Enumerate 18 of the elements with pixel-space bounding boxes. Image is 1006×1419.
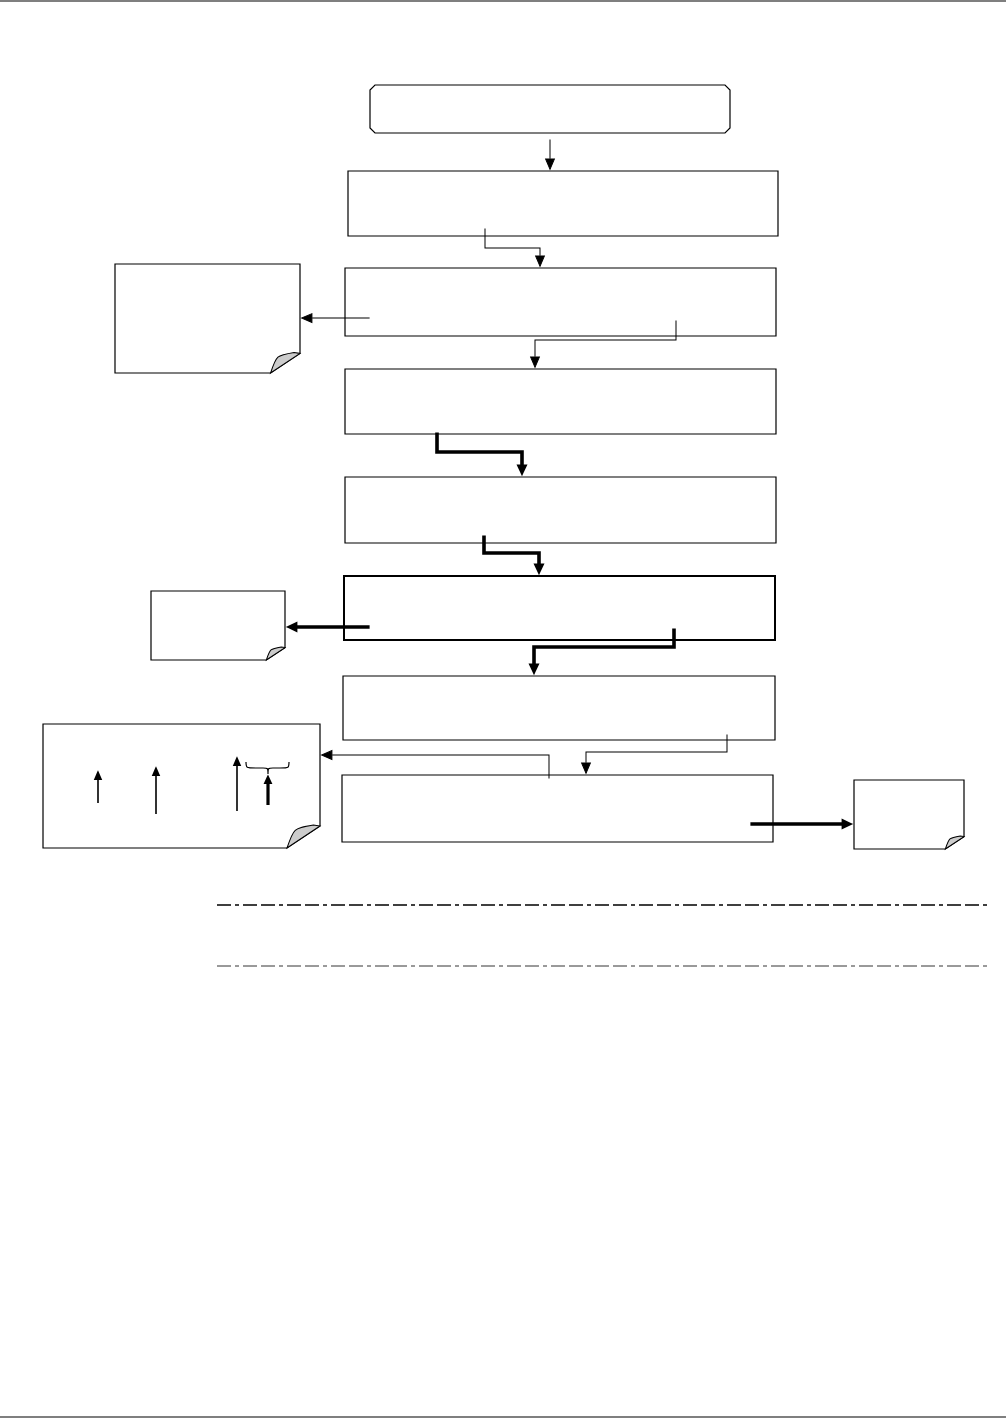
arrow (545, 138, 555, 170)
note-page (853, 779, 965, 850)
process-box (347, 170, 779, 237)
arrow (530, 319, 677, 368)
process-box (343, 575, 776, 641)
arrow (321, 750, 550, 780)
process-box (344, 476, 777, 544)
process-box (342, 675, 776, 741)
arrow (301, 313, 371, 323)
note-page (150, 590, 286, 661)
note-page (114, 263, 301, 374)
process-box (341, 774, 774, 843)
process-box (369, 84, 731, 134)
process-box (344, 368, 777, 435)
arrow (484, 227, 545, 267)
note-page (42, 723, 321, 849)
arrow (581, 733, 728, 774)
process-box (344, 267, 777, 337)
